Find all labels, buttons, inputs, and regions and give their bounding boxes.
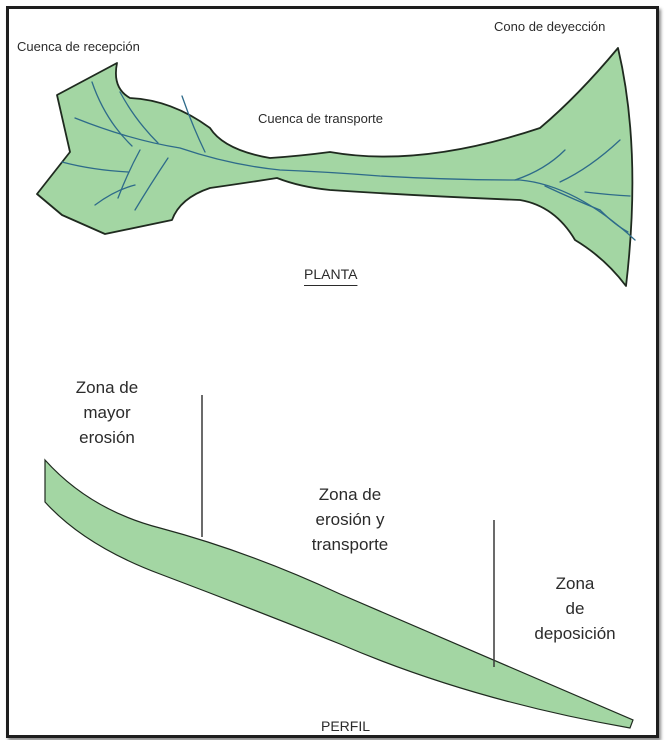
label-cuenca-transporte: Cuenca de transporte — [258, 112, 383, 125]
zone-line: de — [525, 596, 625, 621]
zone-line: erosión y — [295, 507, 405, 532]
zone-line: Zona de — [295, 482, 405, 507]
perfil-title: PERFIL — [321, 719, 370, 733]
label-cuenca-recepcion: Cuenca de recepción — [17, 40, 140, 53]
zone-line: deposición — [525, 621, 625, 646]
planta-title: PLANTA — [304, 267, 357, 281]
zone-label-deposicion: Zona de deposición — [525, 571, 625, 646]
zone-line: erosión — [62, 425, 152, 450]
zone-line: Zona de — [62, 375, 152, 400]
zone-line: Zona — [525, 571, 625, 596]
zone-label-erosion-transporte: Zona de erosión y transporte — [295, 482, 405, 557]
zone-line: transporte — [295, 532, 405, 557]
zone-line: mayor — [62, 400, 152, 425]
zone-label-mayor-erosion: Zona de mayor erosión — [62, 375, 152, 450]
label-cono-deyeccion: Cono de deyección — [494, 20, 605, 33]
